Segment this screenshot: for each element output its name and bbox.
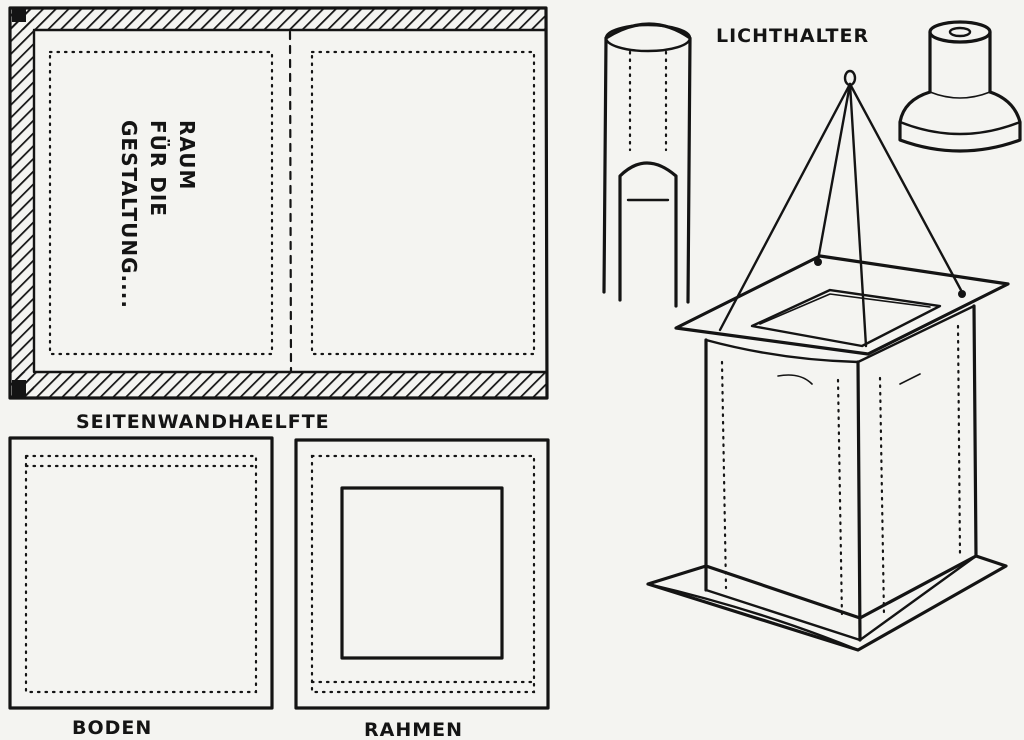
tube-slot-cut <box>618 161 678 308</box>
holder-flange-edge <box>898 120 1022 136</box>
left-hatched-border <box>10 8 34 398</box>
design-space-line-1: RAUM <box>175 120 199 190</box>
lantern-base <box>646 554 1008 652</box>
top-left-corner-block <box>12 8 26 22</box>
lantern-body-top-edge <box>704 304 976 364</box>
lantern-body-bottom-edge <box>704 554 978 642</box>
wire-back-left <box>816 82 852 262</box>
candle-holder-label: LICHTHALTER <box>716 25 869 47</box>
wire-back-right <box>848 82 964 294</box>
holder-cup-hole <box>948 26 972 38</box>
lantern-top-opening <box>750 288 942 348</box>
design-space-text: RAUM FÜR DIE GESTALTUNG.... <box>117 120 199 309</box>
frame-label: RAHMEN <box>364 719 463 740</box>
side-wall-half-panel: RAUM FÜR DIE GESTALTUNG.... <box>8 6 549 400</box>
lantern-body-scribbles <box>777 373 921 385</box>
wire-front-left <box>718 82 852 332</box>
lantern-body-edges <box>704 304 978 642</box>
hanger-wires <box>718 69 966 348</box>
tube-top-rim <box>604 23 692 53</box>
side-wall-half-label: SEITENWANDHAELFTE <box>76 411 330 433</box>
design-space-line-2: FÜR DIE <box>146 120 170 217</box>
holder-cup-top <box>928 20 992 44</box>
wire-front-right <box>848 82 868 348</box>
design-space-line-3: GESTALTUNG.... <box>117 120 141 309</box>
top-hatched-border <box>10 8 546 30</box>
candle-holder-base <box>898 20 1022 153</box>
wire-anchor-2 <box>958 290 966 298</box>
frame-outline <box>294 438 550 710</box>
frame-panel <box>294 438 550 710</box>
bottom-hatched-border <box>10 372 546 398</box>
lantern-top-frame <box>674 254 1010 356</box>
frame-dotted-inner <box>310 454 536 694</box>
bottom-dotted-inner <box>24 454 258 694</box>
assembled-lantern <box>646 69 1010 652</box>
wire-anchor-1 <box>814 258 822 266</box>
fold-line-center <box>288 30 293 374</box>
bottom-panel <box>8 436 274 710</box>
bottom-outline <box>8 436 274 710</box>
holder-flange <box>898 90 1022 153</box>
lantern-top-inner-line <box>759 293 931 325</box>
lantern-base-edge <box>646 582 860 652</box>
lantern-body-dotted-seams <box>720 324 962 620</box>
bottom-left-corner-block <box>12 380 26 398</box>
candle-holder-tube <box>602 22 692 308</box>
design-area-right <box>310 50 536 356</box>
holder-cup-walls <box>928 30 992 94</box>
holder-cup-base-edge <box>929 91 991 99</box>
side-wall-outline <box>8 6 549 400</box>
bottom-label: BODEN <box>72 717 152 739</box>
frame-window-cutout <box>340 486 504 660</box>
